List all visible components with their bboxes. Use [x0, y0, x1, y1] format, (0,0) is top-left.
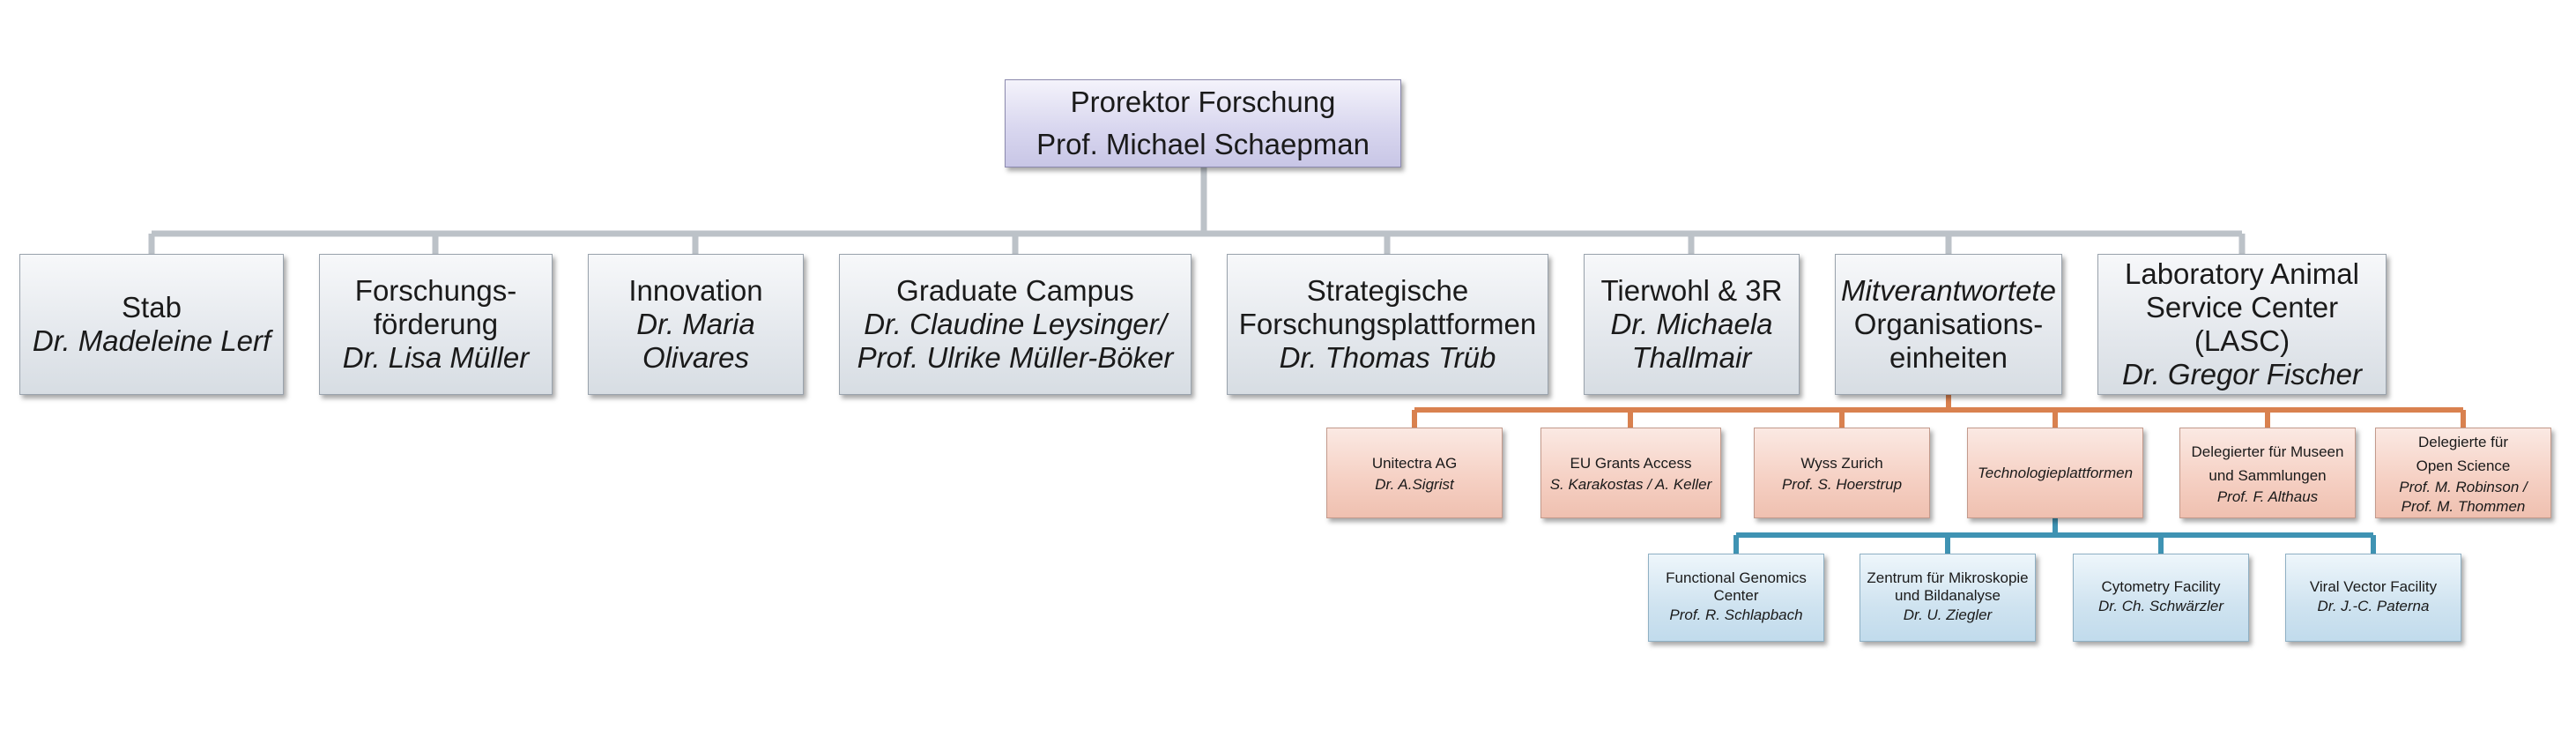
unit-label: Forschungs- [354, 274, 517, 307]
subunit-technologieplattformen: Technologieplattformen [1967, 428, 2143, 518]
subunit-label: Delegierte für [2417, 433, 2509, 450]
unit-mitverantwortete-organisationseinheiten: Mitverantwortete Organisations- einheite… [1835, 254, 2062, 395]
unit-stab: Stab Dr. Madeleine Lerf [19, 254, 284, 395]
unit-person: Prof. Ulrike Müller-Böker [857, 341, 1174, 374]
unit-person: Dr. Gregor Fischer [2122, 358, 2362, 391]
unit-label: Innovation [628, 274, 763, 307]
unit-label: Forschungsplattformen [1238, 308, 1537, 340]
unit-person: Dr. Madeleine Lerf [32, 324, 271, 357]
unit-graduate-campus: Graduate Campus Dr. Claudine Leysinger/ … [839, 254, 1191, 395]
unit-innovation: Innovation Dr. Maria Olivares [588, 254, 804, 395]
unit-label: Mitverantwortete [1841, 274, 2056, 307]
subunit-person: Prof. M. Robinson / [2399, 478, 2528, 495]
platform-label: Functional Genomics [1666, 569, 1807, 586]
root-prorektor-box: Prorektor Forschung Prof. Michael Schaep… [1005, 79, 1401, 167]
subunit-person: S. Karakostas / A. Keller [1549, 476, 1712, 493]
unit-forschungsfoerderung: Forschungs- förderung Dr. Lisa Müller [319, 254, 553, 395]
platform-person: Prof. R. Schlapbach [1669, 606, 1803, 623]
unit-label: Service Center [2145, 291, 2339, 324]
unit-person: Olivares [642, 341, 750, 374]
platform-person: Dr. U. Ziegler [1903, 606, 1993, 623]
subunit-delegierter-museen: Delegierter für Museen und Sammlungen Pr… [2179, 428, 2356, 518]
unit-tierwohl-3r: Tierwohl & 3R Dr. Michaela Thallmair [1584, 254, 1800, 395]
unit-label: Stab [122, 291, 182, 324]
subunit-label: und Sammlungen [2209, 466, 2327, 484]
platform-mikroskopie: Zentrum für Mikroskopie und Bildanalyse … [1860, 554, 2036, 642]
platform-person: Dr. J.-C. Paterna [2317, 598, 2430, 614]
platform-viral-vector: Viral Vector Facility Dr. J.-C. Paterna [2285, 554, 2461, 642]
unit-person: Dr. Michaela [1610, 308, 1773, 340]
unit-person: Thallmair [1631, 341, 1752, 374]
subunit-label: Unitectra AG [1371, 455, 1458, 472]
platform-label: Viral Vector Facility [2309, 578, 2438, 595]
platform-functional-genomics: Functional Genomics Center Prof. R. Schl… [1648, 554, 1824, 642]
unit-label: Tierwohl & 3R [1600, 274, 1783, 307]
platform-cytometry: Cytometry Facility Dr. Ch. Schwärzler [2073, 554, 2249, 642]
unit-label: Laboratory Animal [2125, 257, 2359, 290]
subunit-person: Prof. S. Hoerstrup [1781, 476, 1903, 493]
subunit-label: EU Grants Access [1570, 455, 1692, 472]
unit-person: Dr. Claudine Leysinger/ [864, 308, 1167, 340]
subunit-person: Prof. M. Thommen [2401, 497, 2526, 515]
platform-label: Cytometry Facility [2101, 578, 2221, 595]
subunit-person: Dr. A.Sigrist [1375, 476, 1454, 493]
unit-label: einheiten [1889, 341, 2008, 374]
unit-label: Strategische [1306, 274, 1469, 307]
subunit-eu-grants-access: EU Grants Access S. Karakostas / A. Kell… [1540, 428, 1721, 518]
unit-person: Dr. Thomas Trüb [1279, 341, 1496, 374]
unit-lasc: Laboratory Animal Service Center (LASC) … [2097, 254, 2387, 395]
platform-label: Center [1713, 587, 1759, 604]
subunit-person: Prof. F. Althaus [2216, 487, 2319, 505]
unit-strategische-forschungsplattformen: Strategische Forschungsplattformen Dr. T… [1227, 254, 1548, 395]
unit-person: Dr. Lisa Müller [342, 341, 530, 374]
subunit-label: Wyss Zurich [1800, 455, 1883, 472]
root-person: Prof. Michael Schaepman [1036, 128, 1370, 160]
subunit-wyss-zurich: Wyss Zurich Prof. S. Hoerstrup [1754, 428, 1930, 518]
subunit-label: Delegierter für Museen [2191, 443, 2344, 460]
unit-label: Organisations- [1853, 308, 2044, 340]
platform-label: und Bildanalyse [1894, 587, 2001, 604]
subunit-unitectra: Unitectra AG Dr. A.Sigrist [1326, 428, 1503, 518]
unit-person: Dr. Maria [636, 308, 755, 340]
unit-label: Graduate Campus [896, 274, 1134, 307]
platform-label: Zentrum für Mikroskopie [1867, 569, 2029, 586]
platform-person: Dr. Ch. Schwärzler [2097, 598, 2223, 614]
unit-label: förderung [373, 308, 499, 340]
unit-label: (LASC) [2194, 324, 2290, 357]
subunit-label: Technologieplattformen [1977, 465, 2134, 481]
root-title: Prorektor Forschung [1070, 86, 1336, 118]
subunit-label: Open Science [2416, 457, 2511, 474]
subunit-delegierte-open-science: Delegierte für Open Science Prof. M. Rob… [2375, 428, 2551, 518]
